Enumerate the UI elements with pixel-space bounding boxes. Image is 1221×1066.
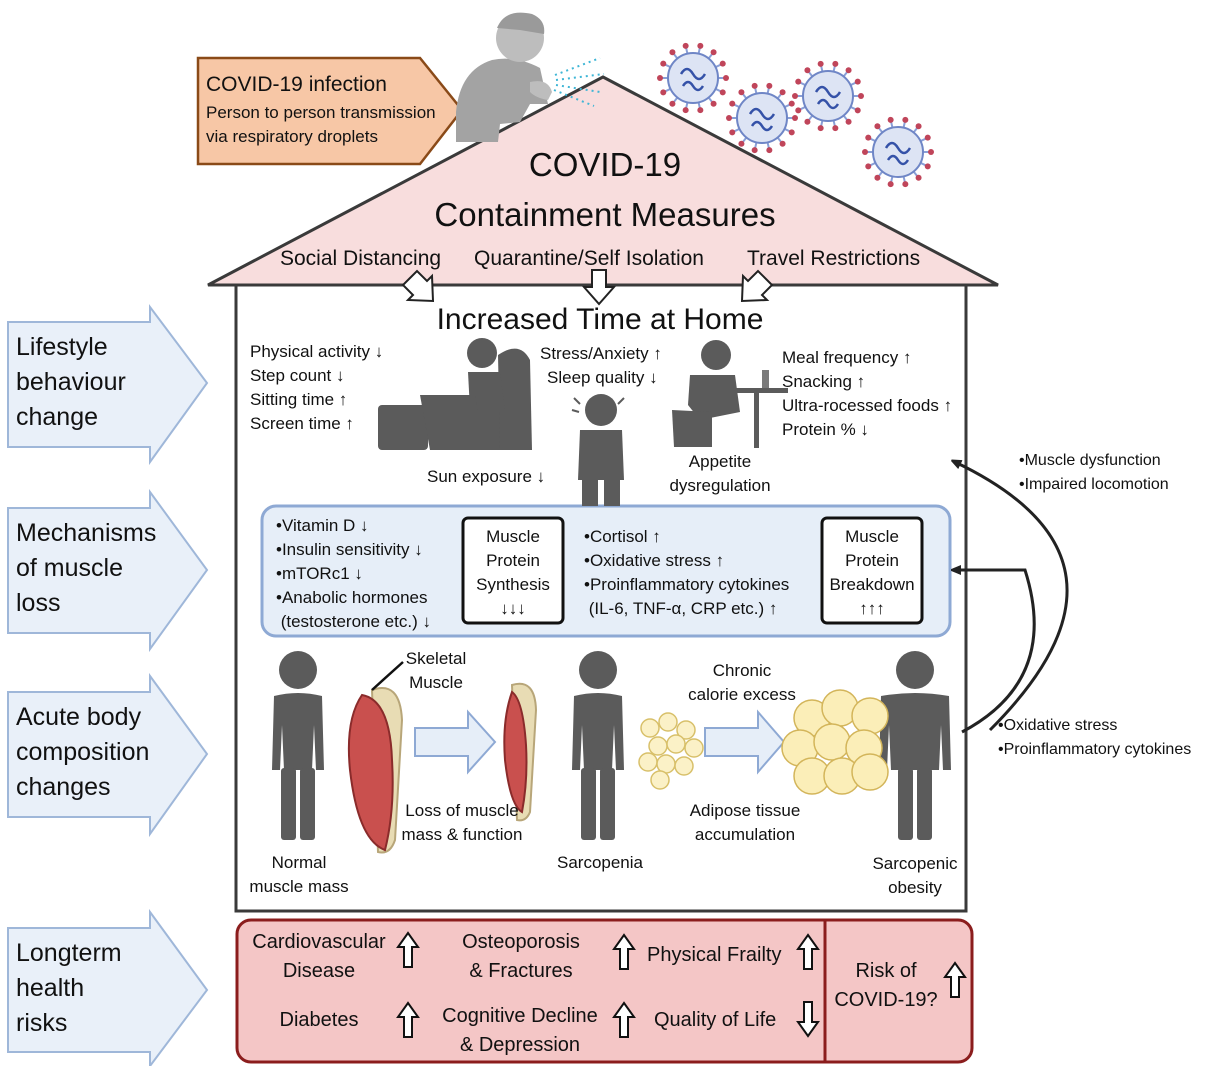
mechanism-left-item: (testosterone etc.) ↓: [276, 612, 431, 631]
chronic-calorie-label: Chronic calorie excess: [688, 661, 796, 704]
mechanism-left-item: •mTORc1 ↓: [276, 564, 363, 583]
mechanism-left-item: •Anabolic hormones: [276, 588, 428, 607]
feedback-lower-item: •Oxidative stress: [998, 717, 1118, 734]
feedback-lower-item: •Proinflammatory cytokines: [998, 741, 1192, 758]
mechanism-right-item: •Oxidative stress ↑: [584, 551, 725, 570]
body-change-arrow-1: [414, 709, 497, 775]
home-title: Increased Time at Home: [436, 303, 764, 336]
stressed-person-icon: [571, 394, 625, 506]
measure-quarantine: Quarantine/Self Isolation: [474, 247, 704, 270]
skeletal-muscle-icon: [347, 661, 404, 854]
adipose-label: Adipose tissue accumulation: [689, 801, 801, 844]
side-label-lifestyle: Lifestyle behaviour change: [16, 333, 126, 431]
eating-person-icon: [672, 340, 788, 448]
infection-callout: [196, 56, 464, 166]
droplets: [553, 57, 605, 107]
diet-item: Protein % ↓: [782, 420, 869, 439]
measure-travel-restrictions: Travel Restrictions: [747, 247, 921, 270]
breakdown-label: Muscle Protein Breakdown ↑↑↑: [829, 527, 915, 618]
stress-item: Sleep quality ↓: [547, 368, 658, 387]
roof-title-line2: Containment Measures: [434, 196, 776, 233]
synthesis-label: Muscle Protein Synthesis ↓↓↓: [476, 527, 550, 618]
feedback-arrow-lower: [955, 570, 1036, 734]
activity-item: Screen time ↑: [250, 414, 354, 433]
diet-item: Meal frequency ↑: [782, 348, 912, 367]
normal-person-icon: [272, 651, 324, 840]
virus-icon: [792, 60, 864, 132]
feedback-upper-item: •Muscle dysfunction: [1019, 452, 1161, 469]
armchair-person-icon: [378, 338, 532, 450]
risk-cardiovascular: Cardiovascular Disease: [252, 931, 386, 982]
roof-title-line1: COVID-19: [528, 146, 682, 183]
sarcopenic-obesity-label: Sarcopenic obesity: [872, 854, 958, 897]
sarcopenia-person-icon: [572, 651, 624, 840]
activity-item: Physical activity ↓: [250, 342, 384, 361]
body-change-arrow-2: [704, 709, 786, 775]
virus-icon: [657, 42, 729, 114]
skeletal-muscle-label: Skeletal Muscle: [405, 649, 467, 692]
risks-panel: [235, 918, 974, 1064]
measure-arrows: [401, 269, 774, 306]
small-adipocytes-icon: [638, 712, 704, 790]
large-adipocytes-icon: [781, 689, 889, 795]
activity-item: Sitting time ↑: [250, 390, 348, 409]
side-label-risks: Longterm health risks: [16, 939, 122, 1037]
risk-physical-frailty: Physical Frailty: [647, 944, 782, 966]
mechanism-right-item: •Proinflammatory cytokines: [584, 575, 790, 594]
feedback-upper-item: •Impaired locomotion: [1019, 476, 1169, 493]
side-arrow-mechanisms: [7, 488, 209, 653]
stress-item: Stress/Anxiety ↑: [540, 344, 662, 363]
activity-item: Step count ↓: [250, 366, 345, 385]
arrow-up-icon: [396, 931, 420, 968]
mechanism-left-item: •Vitamin D ↓: [276, 516, 369, 535]
sun-exposure: Sun exposure ↓: [427, 467, 546, 486]
risk-cognitive-decline: Cognitive Decline & Depression: [442, 1005, 598, 1056]
synthesis-box: [461, 516, 565, 625]
arrow-up-icon: [612, 1001, 636, 1038]
diet-item: Ultra-rocessed foods ↑: [782, 396, 953, 415]
mechanism-right-item: (IL-6, TNF-α, CRP etc.) ↑: [584, 599, 778, 618]
arrow-up-icon: [396, 1001, 420, 1038]
appetite-dysregulation: Appetite dysregulation: [669, 452, 771, 495]
mechanism-right-item: •Cortisol ↑: [584, 527, 661, 546]
diet-item: Snacking ↑: [782, 372, 866, 391]
breakdown-box: [820, 516, 924, 625]
arrow-up-icon: [796, 933, 820, 970]
virus-icon: [862, 116, 934, 188]
measure-social-distancing: Social Distancing: [280, 247, 442, 270]
arrow-up-icon: [943, 961, 967, 998]
risk-quality-of-life: Quality of Life: [654, 1009, 777, 1031]
side-arrow-lifestyle: [7, 304, 209, 466]
arrow-down-icon: [796, 1001, 820, 1038]
normal-muscle-label: Normal muscle mass: [249, 853, 349, 896]
coughing-person-icon: [456, 12, 552, 142]
atrophied-muscle-icon: [503, 682, 538, 822]
sarcopenia-label: Sarcopenia: [556, 853, 643, 872]
side-label-body: Acute body composition changes: [16, 703, 150, 801]
infection-line2: via respiratory droplets: [206, 127, 378, 146]
mechanism-left-item: •Insulin sensitivity ↓: [276, 540, 423, 559]
infection-line1: Person to person transmission: [206, 103, 436, 122]
sarcopenic-obese-person-icon: [879, 651, 951, 840]
virus-icon: [726, 82, 798, 154]
loss-label: Loss of muscle mass & function: [401, 801, 523, 844]
risk-covid: Risk of COVID-19?: [834, 960, 938, 1011]
arrow-up-icon: [612, 933, 636, 970]
infection-title: COVID-19 infection: [206, 73, 387, 96]
side-arrow-risks: [7, 908, 209, 1066]
feedback-arrow-upper: [955, 462, 1069, 732]
side-label-mechanisms: Mechanisms of muscle loss: [16, 519, 157, 617]
risk-osteoporosis: Osteoporosis & Fractures: [462, 931, 580, 982]
side-arrow-body: [7, 672, 209, 838]
risk-diabetes: Diabetes: [279, 1009, 359, 1031]
